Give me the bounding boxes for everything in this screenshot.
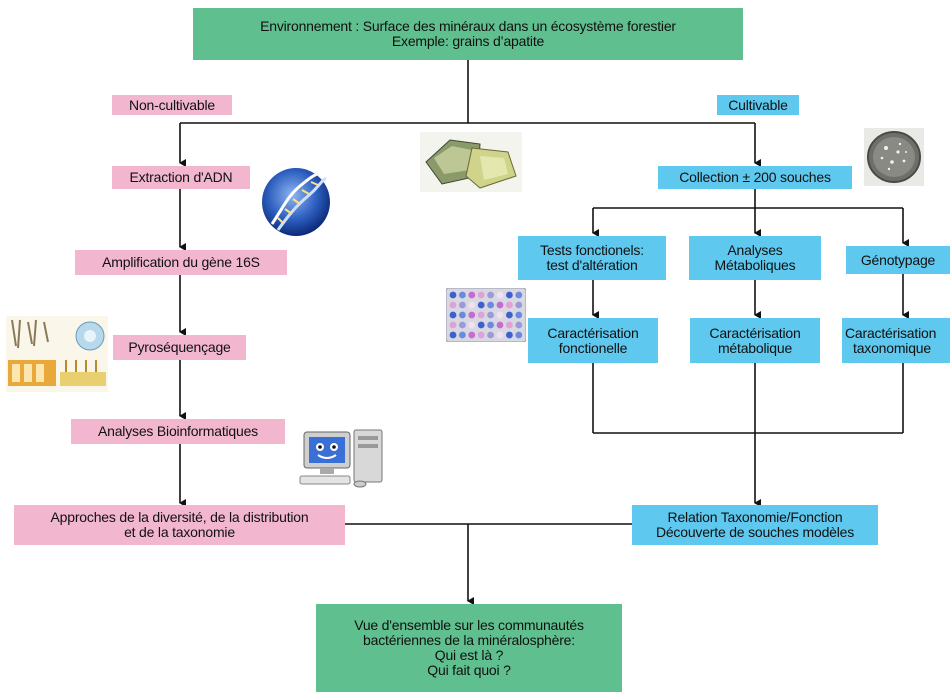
environment-box: Environnement : Surface des minéraux dan…	[193, 8, 743, 60]
microplate-well	[487, 311, 494, 319]
microplate-well	[515, 291, 523, 299]
approches-box: Approches de la diversité, de la distrib…	[14, 505, 345, 545]
microplate-well	[506, 301, 513, 309]
caracterisation-taxonomique-box: Caractérisation taxonomique	[842, 318, 950, 363]
microplate-well	[487, 321, 494, 329]
microplate-well	[449, 301, 457, 309]
caracterisation-metabolique-box: Caractérisation métabolique	[690, 318, 820, 363]
caracterisation-fonctionelle-box: Caractérisation fonctionelle	[528, 318, 658, 363]
dna-helix-icon	[262, 168, 330, 236]
microplate-well	[496, 301, 504, 309]
microplate-well	[506, 331, 513, 339]
microplate-well	[506, 321, 513, 329]
microplate-well	[459, 331, 466, 339]
microplate-well	[477, 331, 485, 339]
microplate-well	[477, 301, 485, 309]
microplate-well	[459, 321, 466, 329]
microplate-well	[459, 311, 466, 319]
microplate-well	[468, 301, 476, 309]
microplate-well	[449, 311, 457, 319]
microplate-well	[515, 331, 523, 339]
non-cultivable-label: Non-cultivable	[112, 95, 232, 115]
microplate-well	[449, 291, 457, 299]
genotypage-box: Génotypage	[846, 246, 950, 274]
microplate-well	[487, 291, 494, 299]
microplate-well	[477, 291, 485, 299]
cultivable-label: Cultivable	[717, 95, 799, 115]
analyses-metaboliques-box: Analyses Métaboliques	[689, 236, 821, 280]
microplate-well	[477, 321, 485, 329]
bioinformatics-box: Analyses Bioinformatiques	[71, 419, 285, 444]
computer-icon	[299, 429, 383, 488]
microplate-well	[496, 321, 504, 329]
microplate-well	[487, 331, 494, 339]
microplate-well	[449, 321, 457, 329]
relation-box: Relation Taxonomie/Fonction Découverte d…	[632, 505, 878, 545]
microplate-well	[459, 301, 466, 309]
extraction-adn-box: Extraction d'ADN	[112, 166, 250, 189]
microplate-well	[506, 311, 513, 319]
pyrosequencing-icon	[6, 316, 108, 392]
microplate-well	[515, 311, 523, 319]
microplate-well	[449, 331, 457, 339]
environment-line1: Environnement : Surface des minéraux dan…	[260, 18, 676, 34]
microplate-well	[515, 301, 523, 309]
microplate-well	[468, 331, 476, 339]
microplate-well	[496, 311, 504, 319]
apatite-grains-icon	[420, 132, 522, 192]
microplate-well	[468, 311, 476, 319]
microplate-well	[459, 291, 466, 299]
microplate-well	[468, 291, 476, 299]
microplate-icon	[446, 288, 526, 342]
petri-dish-icon	[864, 128, 924, 186]
microplate-well	[496, 331, 504, 339]
collection-box: Collection ± 200 souches	[658, 166, 852, 189]
microplate-well	[477, 311, 485, 319]
vue-ensemble-box: Vue d'ensemble sur les communautés bacté…	[316, 604, 622, 692]
microplate-well	[487, 301, 494, 309]
pyrosequencage-box: Pyroséquençage	[113, 335, 246, 360]
microplate-well	[468, 321, 476, 329]
microplate-well	[515, 321, 523, 329]
microplate-well	[496, 291, 504, 299]
amplification-box: Amplification du gène 16S	[75, 250, 287, 275]
environment-line2: Exemple: grains d’apatite	[391, 33, 545, 49]
microplate-well	[506, 291, 513, 299]
tests-fonctionels-box: Tests fonctionels: test d'altération	[518, 236, 666, 280]
